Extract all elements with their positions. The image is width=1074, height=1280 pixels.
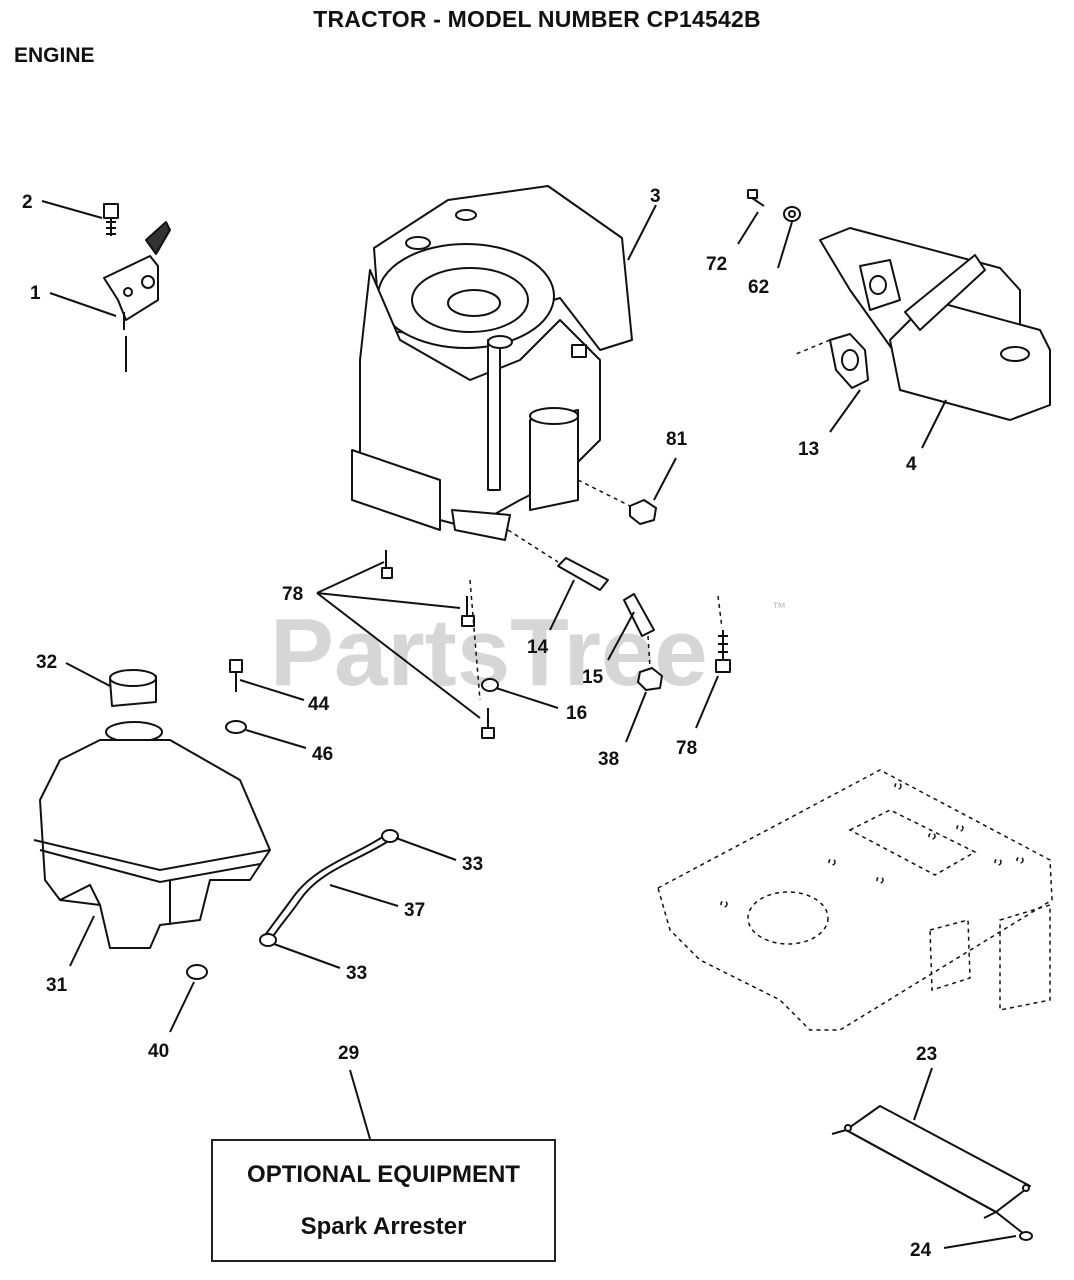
section-label: ENGINE [14,44,95,67]
callout-44: 44 [308,694,330,715]
callout-78-right: 78 [676,738,697,759]
part-engine-3 [351,185,633,541]
part-fuel-cap-32 [109,669,157,707]
callout-23: 23 [916,1044,937,1065]
callout-38: 38 [598,749,619,770]
part-clamp-33-top [381,829,399,843]
callout-1: 1 [30,283,41,304]
part-screw-2 [103,203,119,236]
callout-46: 46 [312,744,333,765]
part-throttle-control-1 [103,221,171,372]
part-bushing-40 [186,964,208,980]
page-title: TRACTOR - MODEL NUMBER CP14542B [313,6,761,32]
part-bolt-72 [747,189,765,207]
optional-equipment-box: OPTIONAL EQUIPMENT Spark Arrester [211,1139,556,1262]
part-frame [657,769,1053,1031]
callout-81: 81 [666,429,688,450]
part-clamp-33-bottom [259,933,277,947]
part-screw-24 [995,1211,1033,1241]
callout-40: 40 [148,1041,169,1062]
callout-29: 29 [338,1043,359,1064]
callout-32: 32 [36,652,57,673]
callout-37: 37 [404,900,425,921]
callout-14: 14 [527,637,549,658]
part-screw-44 [229,659,243,692]
callout-78-group: 78 [282,584,303,605]
part-nut-81 [629,499,657,525]
part-bolt-78-right [715,595,731,673]
optional-equipment-item: Spark Arrester [300,1213,467,1240]
part-fuel-hose-37 [265,835,391,939]
part-washer-62 [783,206,801,222]
callout-2: 2 [22,192,33,213]
part-pipe-14 [507,529,609,591]
part-muffler-4 [819,227,1051,421]
leader-lines [41,200,1017,1249]
part-fitting-15 [623,593,655,637]
callout-72: 72 [706,254,727,275]
part-washer-16 [481,678,499,692]
callout-15: 15 [582,667,604,688]
callout-13: 13 [798,439,819,460]
callout-33-bottom: 33 [346,963,367,984]
part-bolt-78-group [381,550,495,739]
watermark-trademark: ™ [772,599,786,615]
callout-31: 31 [46,975,68,996]
part-nut-38 [637,635,663,691]
optional-equipment-title: OPTIONAL EQUIPMENT [247,1161,520,1188]
callout-62: 62 [748,277,769,298]
part-washer-46 [225,720,247,734]
callout-24: 24 [910,1240,932,1261]
callout-3: 3 [650,186,661,207]
callout-16: 16 [566,703,587,724]
part-gasket-13 [829,333,869,389]
part-plate-23 [831,1105,1031,1219]
part-fuel-tank-31 [33,721,271,949]
callout-33-top: 33 [462,854,483,875]
callout-4: 4 [906,454,917,475]
